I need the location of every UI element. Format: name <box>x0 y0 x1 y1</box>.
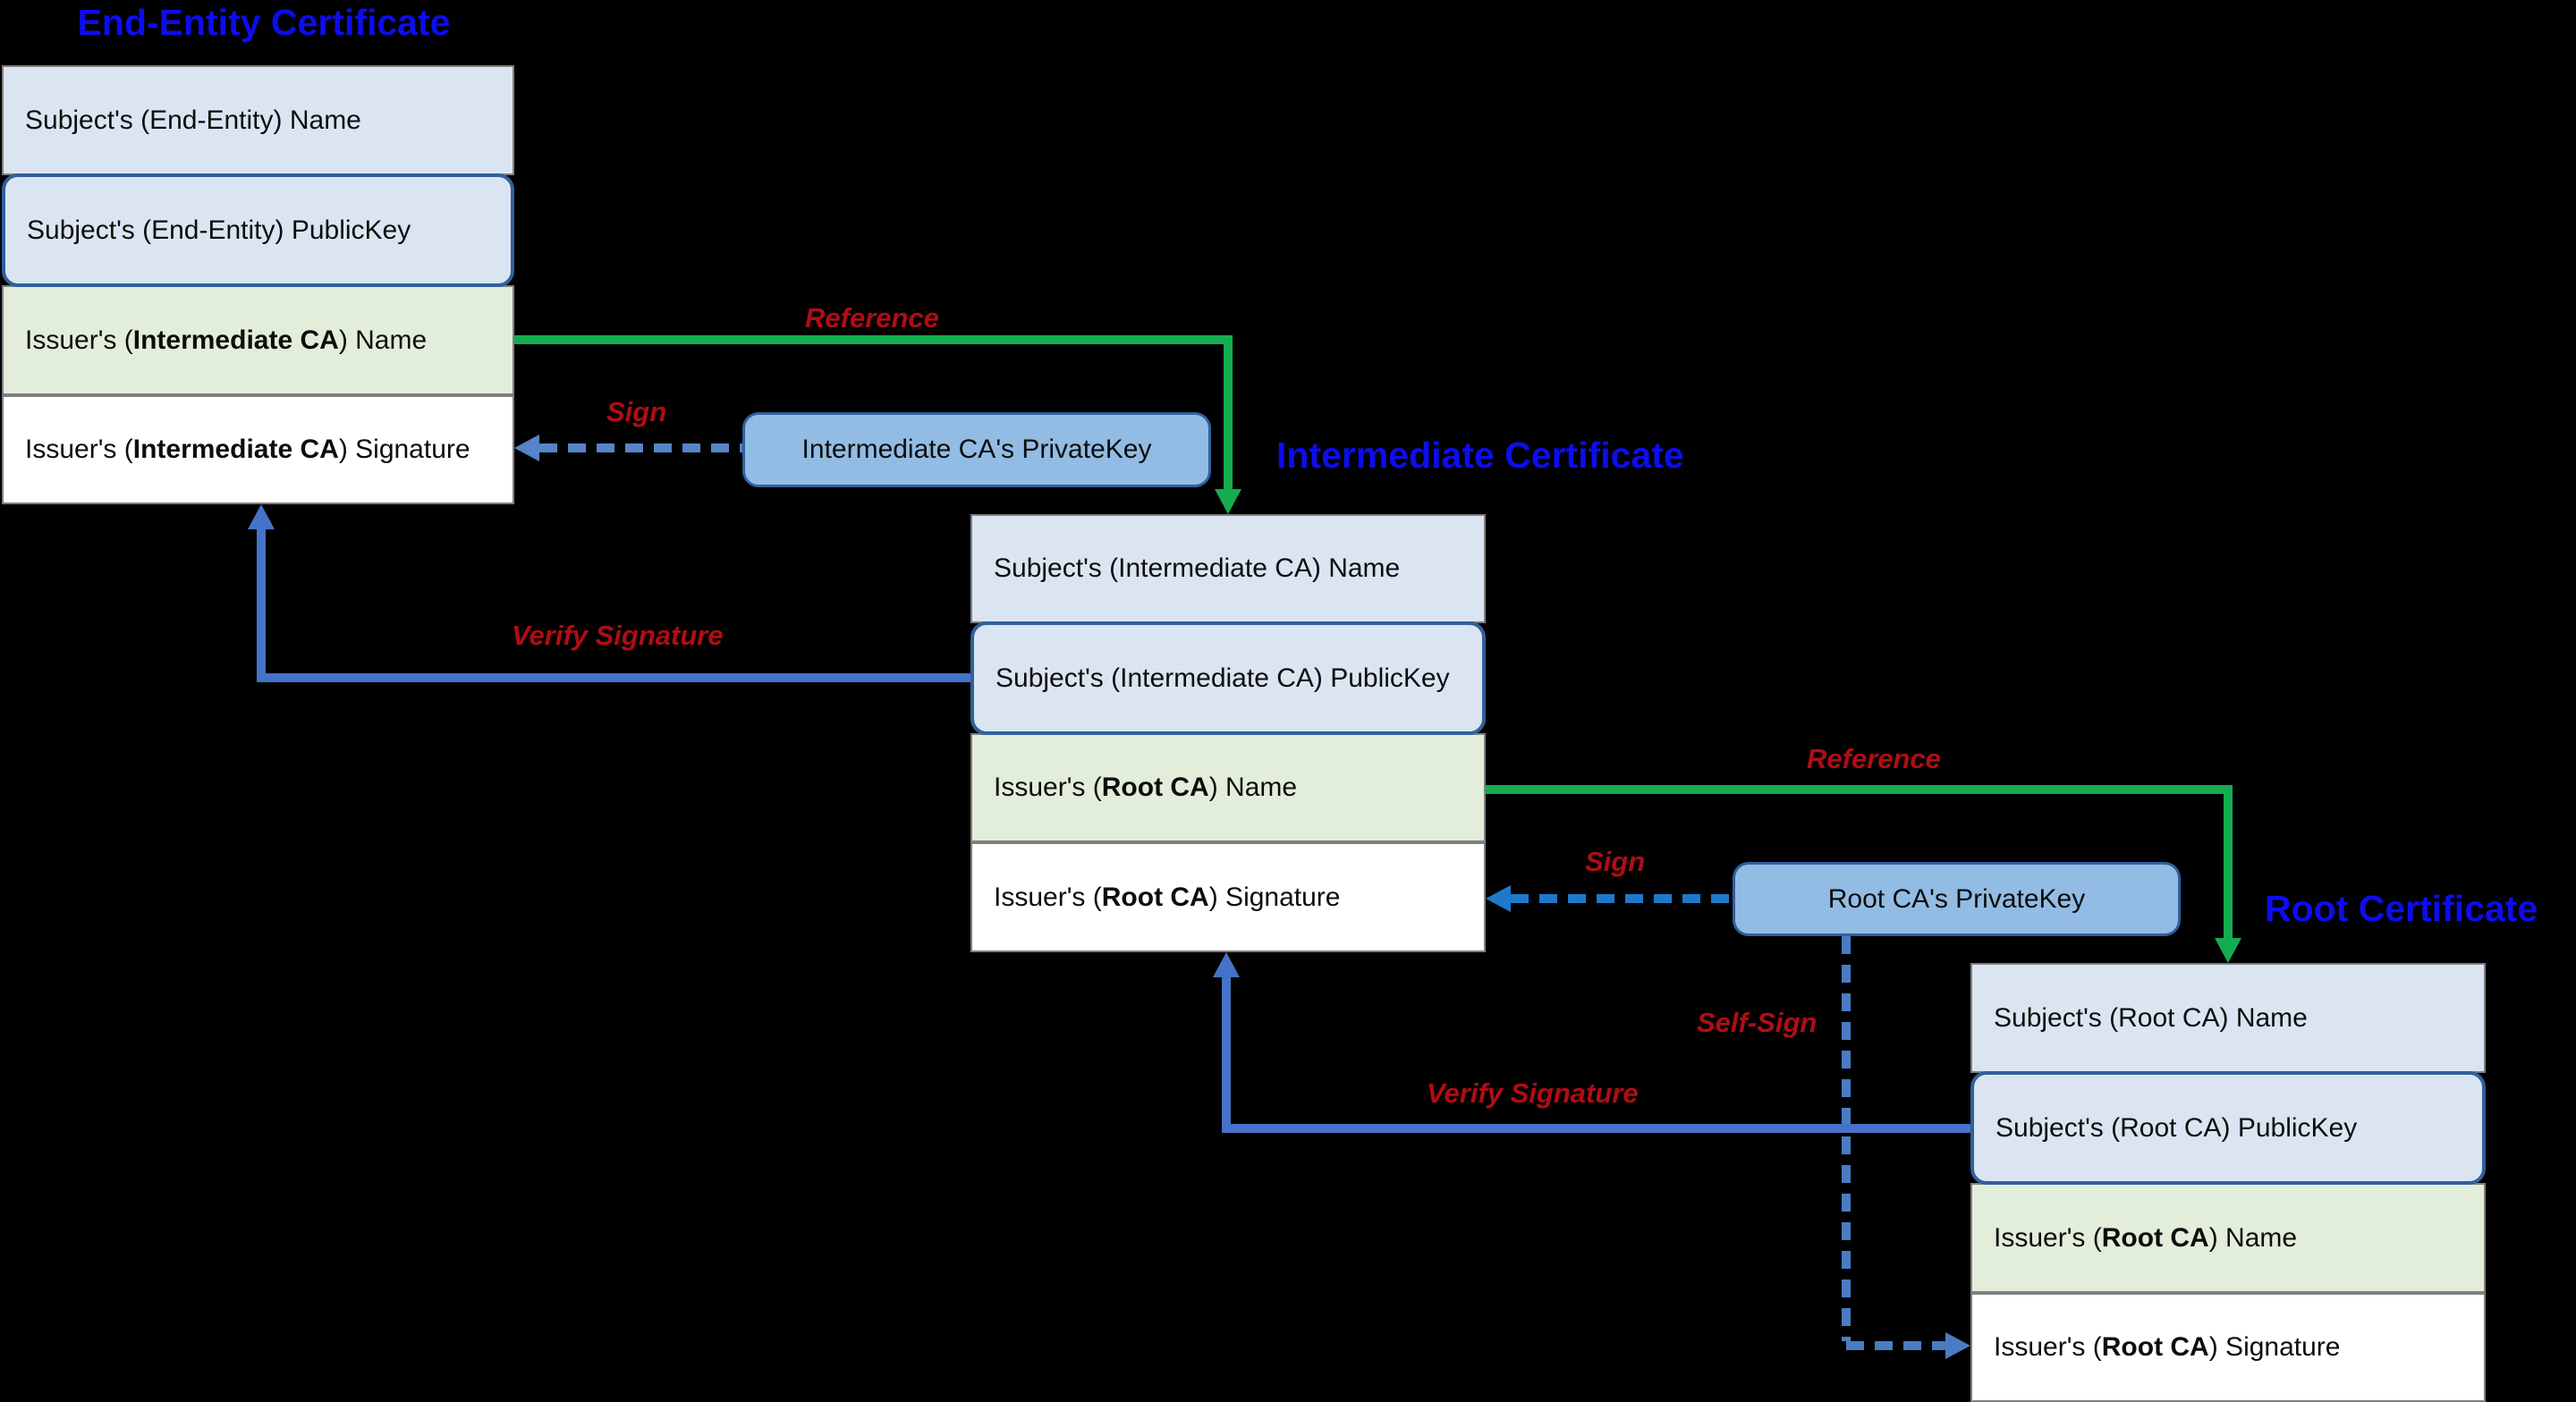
sign-arrow-2-head-icon <box>1486 885 1511 912</box>
verify-signature-label-2: Verify Signature <box>1427 1077 1639 1109</box>
end-entity-issuer-name-row: Issuer's (Intermediate CA) Name <box>2 285 514 395</box>
self-sign-arrow-line-v <box>1842 936 1851 1341</box>
row-text: Subject's (End-Entity) Name <box>25 105 361 135</box>
intermediate-subject-name-row: Subject's (Intermediate CA) Name <box>970 514 1486 623</box>
reference-arrow-2-line-v <box>2224 785 2233 938</box>
self-sign-arrow-line-h <box>1846 1341 1945 1350</box>
self-sign-label: Self-Sign <box>1697 1007 1818 1038</box>
row-text: Subject's (Intermediate CA) PublicKey <box>996 663 1450 693</box>
verify-arrow-1-line-h <box>257 673 970 682</box>
row-text: Issuer's ( <box>25 435 133 464</box>
intermediate-certificate-title: Intermediate Certificate <box>1276 435 1684 476</box>
reference-arrow-2-line-h <box>1486 785 2233 794</box>
intermediate-publickey-row: Subject's (Intermediate CA) PublicKey <box>970 621 1486 735</box>
sign-label-2: Sign <box>1585 846 1646 877</box>
row-text: Issuer's ( <box>994 773 1102 802</box>
end-entity-certificate-title: End-Entity Certificate <box>77 2 451 43</box>
root-issuer-signature-row: Issuer's (Root CA) Signature <box>1970 1293 2486 1402</box>
verify-signature-label-1: Verify Signature <box>512 620 724 651</box>
intermediate-issuer-name-row: Issuer's (Root CA) Name <box>970 733 1486 842</box>
root-subject-name-row: Subject's (Root CA) Name <box>1970 963 2486 1073</box>
sign-arrow-1-line <box>539 443 742 452</box>
verify-arrow-1-line-v <box>257 526 266 678</box>
row-text: Subject's (Root CA) Name <box>1994 1002 2308 1033</box>
root-certificate-title: Root Certificate <box>2265 888 2538 929</box>
reference-arrow-1-line-v <box>1224 335 1233 491</box>
row-text: Subject's (Root CA) PublicKey <box>1996 1112 2358 1143</box>
root-ca-privatekey-box: Root CA's PrivateKey <box>1733 862 2181 936</box>
reference-arrow-2-head-icon <box>2215 938 2241 963</box>
reference-arrow-1-head-icon <box>1215 489 1241 514</box>
reference-label-1: Reference <box>805 302 939 334</box>
self-sign-arrow-head-icon <box>1945 1332 1970 1359</box>
row-text: Subject's (End-Entity) PublicKey <box>27 215 411 245</box>
sign-arrow-1-head-icon <box>514 435 539 461</box>
end-entity-subject-name-row: Subject's (End-Entity) Name <box>2 65 514 175</box>
row-text: Issuer's ( <box>1994 1222 2102 1253</box>
sign-label-1: Sign <box>606 396 667 427</box>
end-entity-certificate-box: Subject's (End-Entity) Name Subject's (E… <box>2 65 514 504</box>
end-entity-publickey-row: Subject's (End-Entity) PublicKey <box>2 173 514 287</box>
sign-arrow-2-line <box>1511 894 1733 903</box>
verify-arrow-2-line-h <box>1222 1124 1970 1133</box>
root-certificate-box: Subject's (Root CA) Name Subject's (Root… <box>1970 963 2486 1402</box>
reference-label-2: Reference <box>1807 743 1941 774</box>
intermediate-ca-privatekey-box: Intermediate CA's PrivateKey <box>742 412 1211 487</box>
row-text: Issuer's ( <box>1994 1332 2102 1362</box>
end-entity-issuer-signature-row: Issuer's (Intermediate CA) Signature <box>2 395 514 504</box>
verify-arrow-1-head-icon <box>248 504 275 529</box>
intermediate-issuer-signature-row: Issuer's (Root CA) Signature <box>970 842 1486 952</box>
verify-arrow-2-line-v <box>1222 974 1231 1128</box>
root-publickey-row: Subject's (Root CA) PublicKey <box>1970 1071 2486 1185</box>
verify-arrow-2-head-icon <box>1213 952 1240 977</box>
row-text: Subject's (Intermediate CA) Name <box>994 553 1401 583</box>
root-issuer-name-row: Issuer's (Root CA) Name <box>1970 1183 2486 1293</box>
row-text: Issuer's ( <box>994 882 1102 912</box>
reference-arrow-1-line-h <box>514 335 1233 344</box>
row-text: Issuer's ( <box>25 325 133 355</box>
intermediate-certificate-box: Subject's (Intermediate CA) Name Subject… <box>970 514 1486 952</box>
